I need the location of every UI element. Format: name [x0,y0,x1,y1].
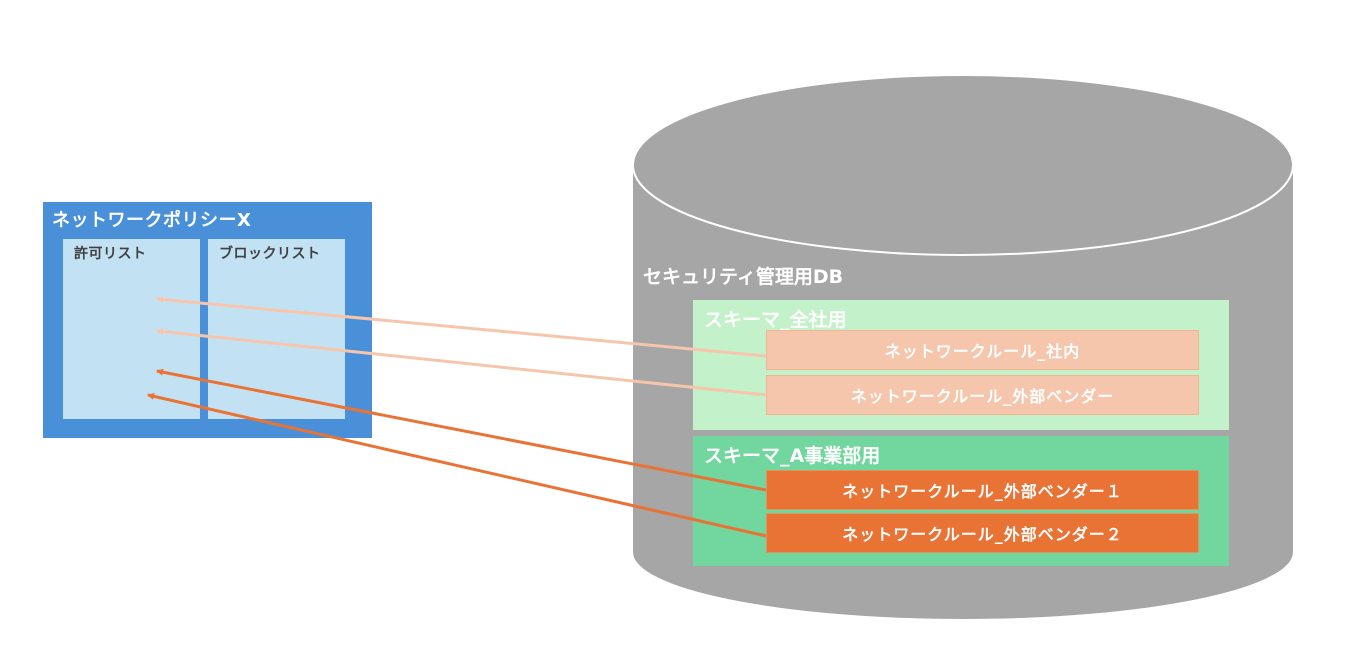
database-title: セキュリティ管理用DB [643,266,844,288]
schema-company-wide-title: スキーマ_全社用 [704,309,847,331]
network-rule-external-vendor-1: ネットワークルール_外部ベンダー１ [766,470,1199,510]
block-list-title: ブロックリスト [219,246,321,262]
block-list [208,239,345,419]
schema-division-a-title: スキーマ_A事業部用 [704,445,881,467]
network-rule-internal: ネットワークルール_社内 [766,330,1199,370]
network-rule-external-vendor: ネットワークルール_外部ベンダー [766,375,1199,415]
network-policy-title: ネットワークポリシーX [52,210,252,231]
allow-list-title: 許可リスト [74,246,147,262]
network-rule-external-vendor-2: ネットワークルール_外部ベンダー２ [766,513,1199,553]
allow-list [63,239,200,419]
database-top [632,74,1294,256]
